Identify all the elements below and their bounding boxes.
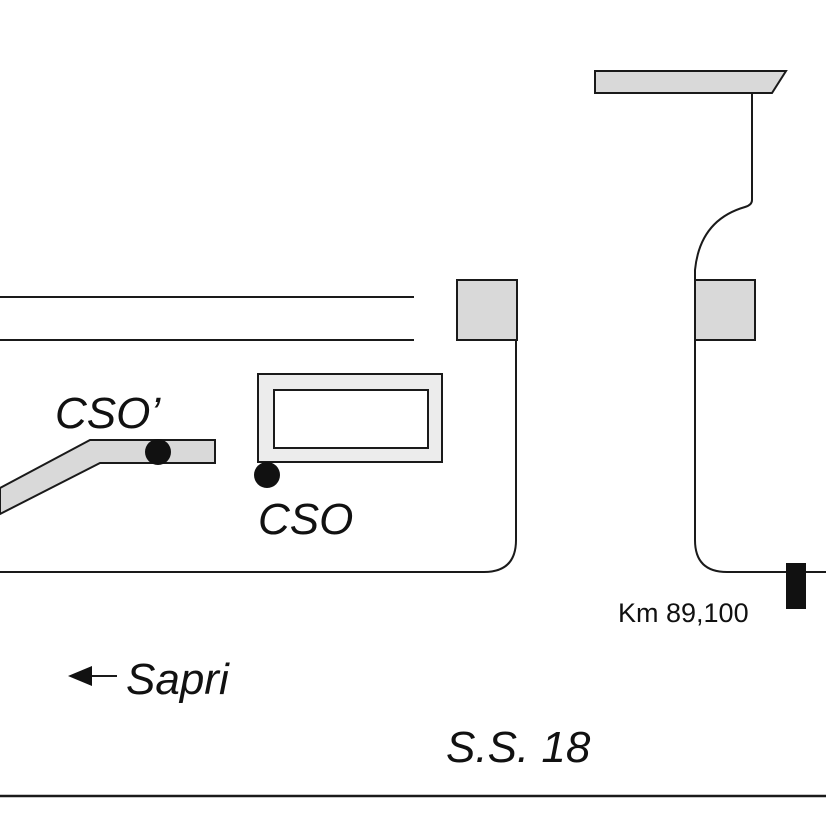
km-marker-post <box>786 563 806 609</box>
left-area-boundary <box>0 340 517 573</box>
km-marker-label: Km 89,100 <box>618 598 749 628</box>
cso-point <box>254 462 280 488</box>
cso-label: CSO <box>258 495 353 544</box>
building-inner <box>273 389 429 449</box>
pillar-left <box>456 279 518 341</box>
direction-label: Sapri <box>126 655 230 704</box>
top-right-bar <box>594 70 788 94</box>
access-strip <box>0 439 216 516</box>
arrow-left-icon <box>68 666 117 686</box>
right-area-boundary <box>694 93 826 573</box>
road-label: S.S. 18 <box>446 723 591 772</box>
cso-prime-label: CSO’ <box>55 389 161 438</box>
cso-prime-point <box>145 439 171 465</box>
pillar-right <box>694 279 756 341</box>
